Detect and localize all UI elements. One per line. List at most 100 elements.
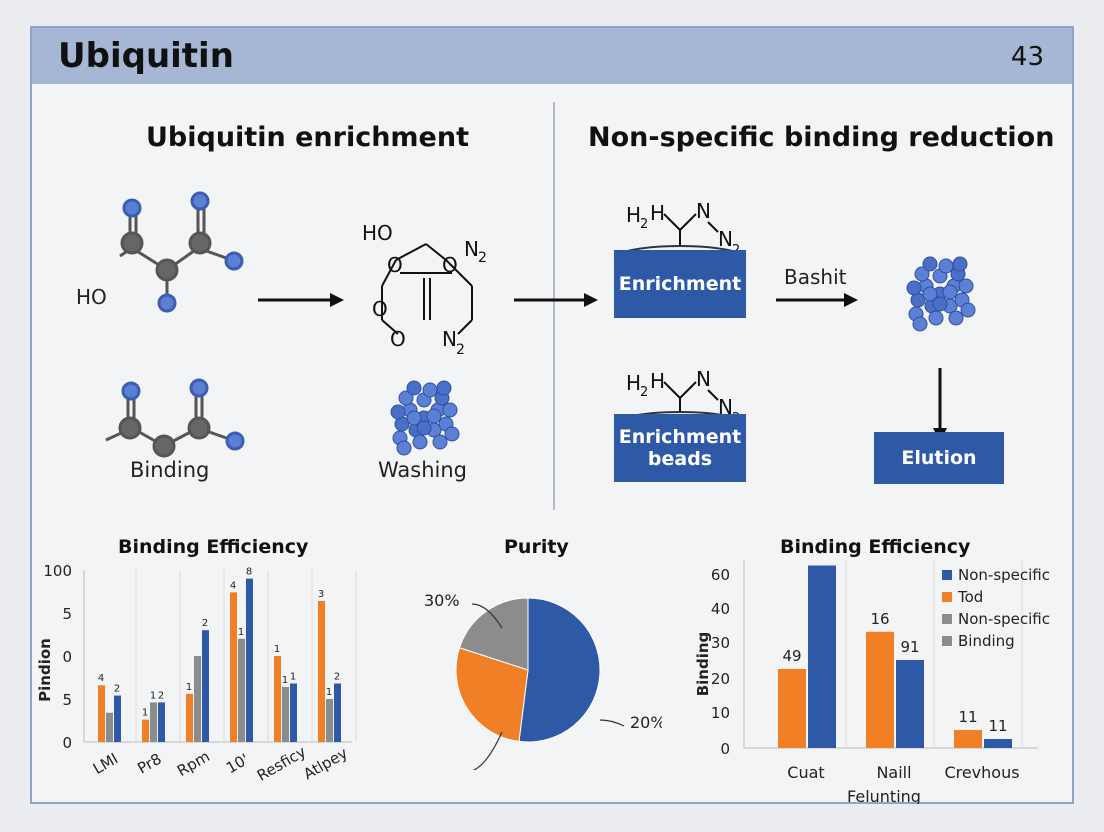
data-label: 91 bbox=[900, 638, 919, 656]
y-tick-label: 10 bbox=[711, 704, 730, 722]
bead bbox=[390, 404, 406, 420]
bead bbox=[914, 266, 930, 282]
legend-item: Tod bbox=[942, 586, 1050, 608]
data-label: 4 bbox=[98, 673, 104, 684]
chem-h-sub-label: 2 bbox=[640, 385, 648, 400]
x-tick-label: Rpm bbox=[174, 747, 213, 780]
data-label: 3 bbox=[318, 589, 324, 600]
data-label: 11 bbox=[958, 708, 977, 726]
bar bbox=[866, 631, 894, 748]
arrow-label: Bashit bbox=[784, 265, 847, 289]
x-tick-label: Naill bbox=[876, 763, 911, 782]
bar bbox=[230, 592, 237, 742]
data-label: 1 bbox=[282, 675, 288, 686]
mol2-bottom-right-sub: 2 bbox=[456, 342, 465, 358]
bead bbox=[928, 310, 944, 326]
legend-swatch bbox=[942, 614, 952, 624]
legend-item: Non-specific bbox=[942, 564, 1050, 586]
bar-chart-2: 01020304060Binding4951Cuat1691Naill1111C… bbox=[694, 560, 1038, 804]
bead bbox=[406, 380, 422, 396]
data-label: 2 bbox=[334, 672, 340, 683]
y-tick-label: 100 bbox=[43, 562, 72, 580]
bead bbox=[942, 284, 958, 300]
section-divider bbox=[553, 102, 555, 510]
data-label: 1 bbox=[326, 687, 332, 698]
arrow-down-icon bbox=[933, 368, 947, 442]
y-tick-label: 60 bbox=[711, 566, 730, 584]
chart3-title: Binding Efficiency bbox=[780, 536, 971, 558]
chart2-title: Purity bbox=[504, 536, 569, 558]
chem-h: H bbox=[626, 203, 641, 227]
bead-cluster-icon bbox=[390, 380, 460, 456]
arrow-right-icon bbox=[776, 293, 858, 307]
enrichment-beads-line2: beads bbox=[647, 448, 713, 470]
bead bbox=[952, 256, 968, 272]
legend-item: Non-specific bbox=[942, 608, 1050, 630]
bead bbox=[912, 316, 928, 332]
x-tick-label: Resficy bbox=[254, 742, 309, 784]
bead bbox=[948, 310, 964, 326]
molecule-1-icon bbox=[119, 191, 244, 313]
mol2-top-right-sub: 2 bbox=[478, 250, 487, 266]
bead bbox=[442, 402, 458, 418]
chem-n2: N bbox=[718, 227, 733, 251]
data-label: 2 bbox=[158, 690, 164, 701]
washing-label: Washing bbox=[378, 458, 468, 482]
bar bbox=[98, 685, 105, 742]
enrichment-beads-box: Enrichment beads bbox=[614, 414, 746, 482]
data-label: 4 bbox=[230, 580, 236, 591]
y-tick-label: 0 bbox=[720, 740, 730, 758]
bead bbox=[398, 390, 414, 406]
y-tick-label: 20 bbox=[711, 670, 730, 688]
mol2-top-left: HO bbox=[362, 221, 393, 245]
bar bbox=[274, 656, 281, 742]
bar bbox=[194, 656, 201, 742]
slide: Ubiquitin 43 Ubiquitin enrichment HO bbox=[30, 26, 1074, 804]
pie-leader-line bbox=[472, 731, 503, 770]
x-tick-label: Cuat bbox=[787, 763, 824, 782]
mol1-label: HO bbox=[76, 285, 107, 309]
bar bbox=[142, 719, 149, 742]
bar bbox=[326, 699, 333, 742]
bead bbox=[922, 286, 938, 302]
bar bbox=[896, 660, 924, 748]
y-tick-label: 0 bbox=[62, 648, 72, 666]
chem-n-label: N bbox=[696, 367, 711, 391]
enrichment-box-label: Enrichment bbox=[618, 273, 742, 295]
data-label: 1 bbox=[142, 708, 148, 719]
oxygen-label: O bbox=[442, 253, 458, 277]
chem-h-sub: 2 bbox=[640, 217, 648, 232]
bar bbox=[290, 683, 297, 742]
bar bbox=[954, 730, 982, 748]
bar bbox=[106, 712, 113, 742]
bead bbox=[958, 278, 974, 294]
bead bbox=[412, 434, 428, 450]
chem-h-label: H bbox=[626, 371, 641, 395]
slide-header: Ubiquitin 43 bbox=[32, 28, 1072, 84]
oxygen-label: O bbox=[390, 327, 406, 351]
legend-swatch bbox=[942, 592, 952, 602]
y-axis-label: Pindion bbox=[36, 638, 54, 702]
chem-n: N bbox=[696, 199, 711, 223]
molecule-2-icon bbox=[105, 378, 245, 458]
data-label: 51 bbox=[812, 560, 831, 562]
enrichment-beads-line1: Enrichment bbox=[618, 426, 742, 448]
data-label: 2 bbox=[114, 684, 120, 695]
mol2-top-right: N bbox=[464, 237, 479, 261]
pie-label: 20% bbox=[630, 713, 662, 732]
bead bbox=[436, 380, 452, 396]
y-tick-label: 5 bbox=[62, 691, 72, 709]
legend-label: Binding bbox=[958, 632, 1015, 650]
bar bbox=[186, 693, 193, 742]
binding-label: Binding bbox=[130, 458, 210, 482]
legend-swatch bbox=[942, 570, 952, 580]
data-label: 1 bbox=[274, 644, 280, 655]
binding-reduction-section-title: Non-specific binding reduction bbox=[588, 122, 1055, 153]
legend-label: Tod bbox=[958, 588, 984, 606]
bead bbox=[396, 440, 412, 456]
bead bbox=[906, 280, 922, 296]
pie-leader-line bbox=[599, 719, 625, 727]
bead bbox=[432, 434, 448, 450]
bead bbox=[960, 302, 976, 318]
